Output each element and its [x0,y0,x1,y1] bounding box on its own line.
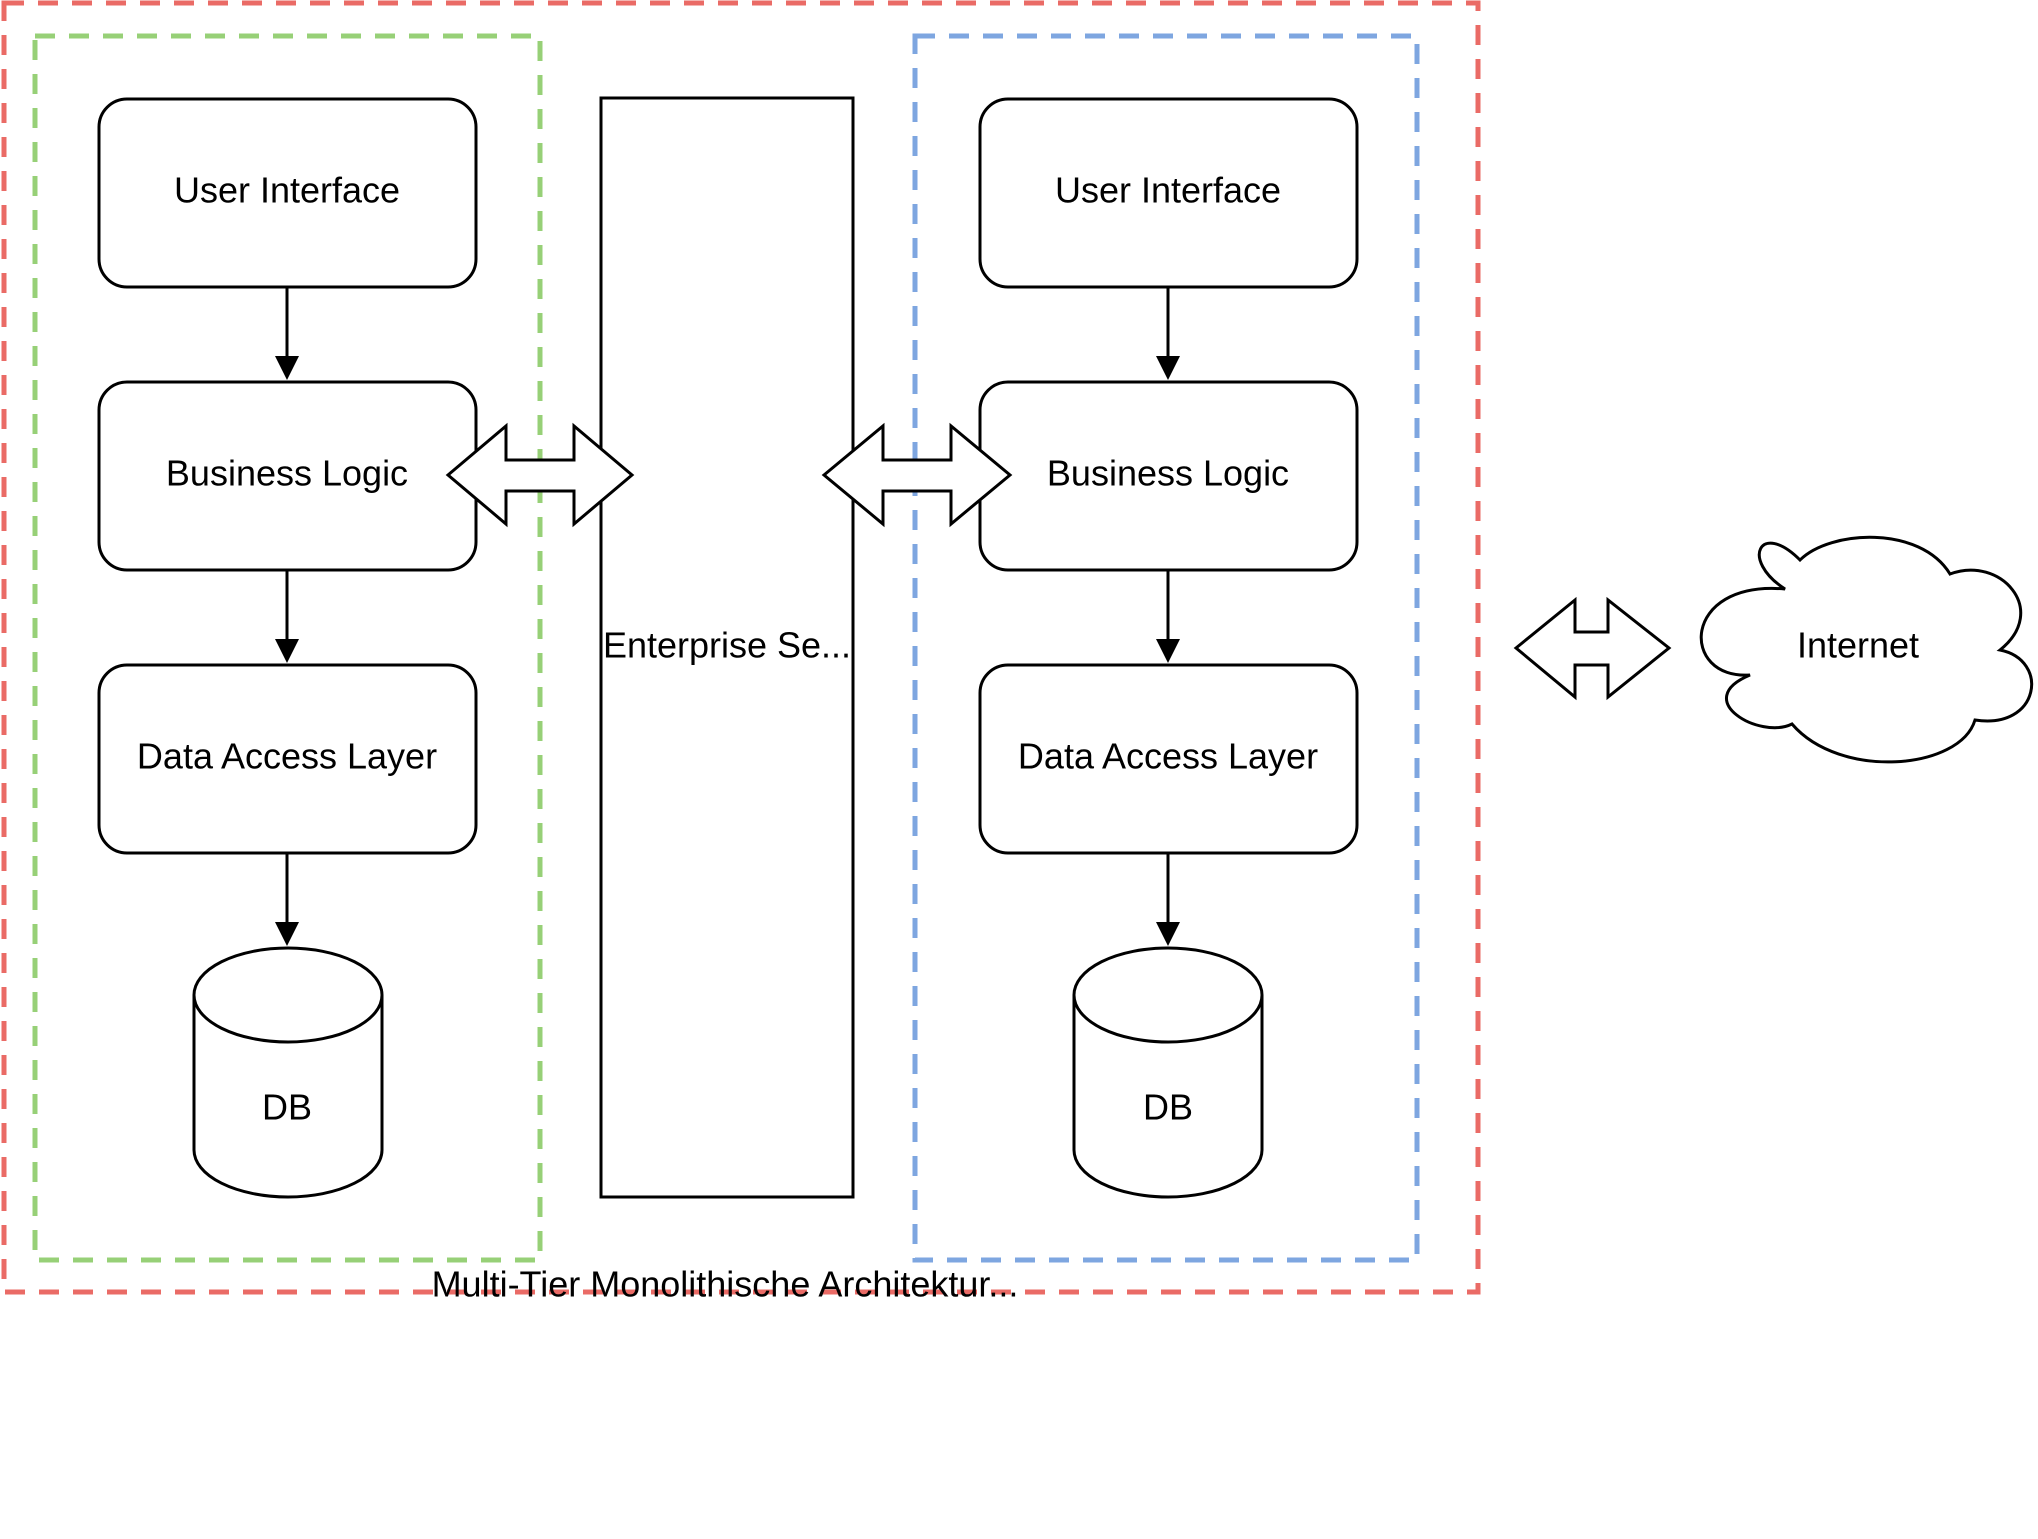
outer-frame [1,0,1481,1295]
internet-cloud[interactable] [1699,535,2034,764]
outer-frame-caption: Multi-Tier Monolithische Architektur... [432,1264,1019,1305]
right-db-label: DB [1143,1087,1193,1128]
bus-to-right-logic-double-arrow[interactable] [821,422,1013,528]
left-business-logic-label: Business Logic [166,453,408,494]
left-db-cylinder[interactable] [192,946,384,1199]
left-logic-to-bus-double-arrow[interactable] [445,422,635,528]
left-data-access-layer-label: Data Access Layer [137,736,437,777]
right-user-interface-label: User Interface [1055,170,1281,211]
left-group-frame [32,33,543,1263]
right-group-frame [912,33,1420,1263]
enterprise-service-bus[interactable] [599,96,855,1199]
enterprise-service-bus-label: Enterprise Se... [603,625,851,666]
left-arrow-data-to-db [275,853,299,946]
right-data-access-layer-label: Data Access Layer [1018,736,1318,777]
right-arrow-logic-to-data [1156,570,1180,663]
right-arrow-ui-to-logic [1156,287,1180,380]
right-business-logic-label: Business Logic [1047,453,1289,494]
right-arrow-data-to-db [1156,853,1180,946]
left-arrow-ui-to-logic [275,287,299,380]
frame-to-internet-double-arrow[interactable] [1513,596,1672,701]
left-arrow-logic-to-data [275,570,299,663]
right-db-cylinder[interactable] [1072,946,1264,1199]
left-db-label: DB [262,1087,312,1128]
left-user-interface-label: User Interface [174,170,400,211]
internet-label: Internet [1797,625,1919,666]
